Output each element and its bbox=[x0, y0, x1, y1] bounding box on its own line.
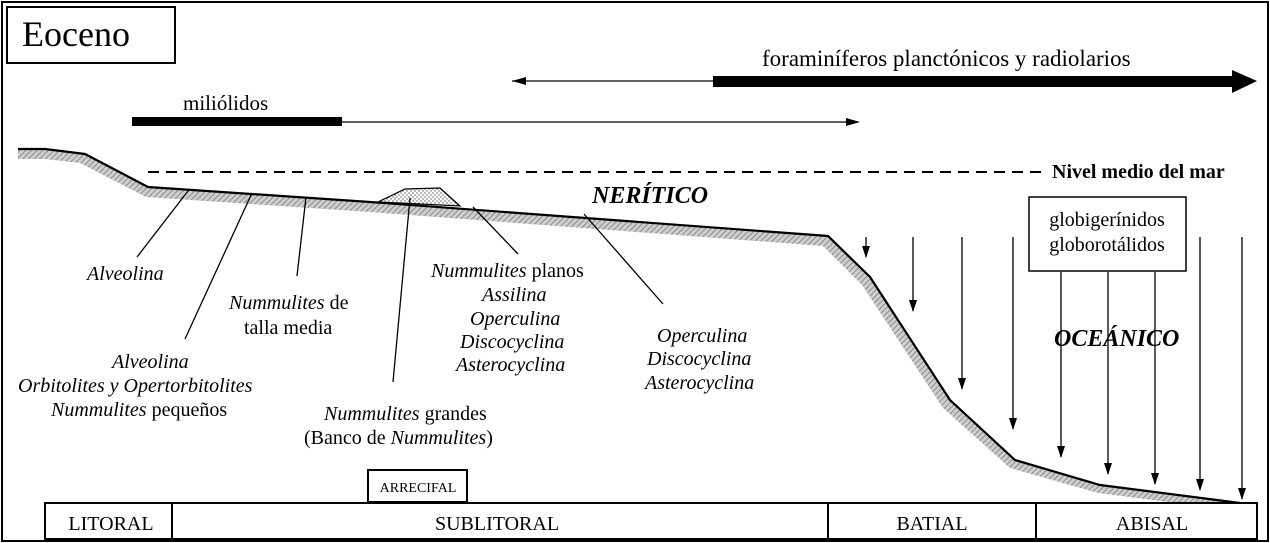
svg-text:Asterocyclina: Asterocyclina bbox=[643, 372, 754, 394]
label-operculina-group: Operculina Discocyclina Asterocyclina bbox=[643, 325, 754, 394]
miliolidos-label: miliólidos bbox=[183, 91, 268, 115]
globig-line-1: globigerínidos bbox=[1049, 209, 1165, 231]
zone-abisal: ABISAL bbox=[1116, 513, 1188, 535]
svg-text:Nummulites grandes: Nummulites grandes bbox=[323, 403, 487, 425]
svg-text:Operculina: Operculina bbox=[470, 308, 560, 330]
zone-bar: LITORAL SUBLITORAL BATIAL ABISAL bbox=[44, 502, 1258, 540]
label-alveolina-group: Alveolina Orbitolites y Opertorbitolites… bbox=[18, 351, 253, 421]
sinking-arrows bbox=[862, 237, 1246, 500]
svg-text:talla media: talla media bbox=[244, 317, 332, 339]
svg-text:Assilina: Assilina bbox=[480, 284, 546, 306]
label-alveolina: Alveolina bbox=[85, 263, 164, 285]
svg-text:Nummulites pequeños: Nummulites pequeños bbox=[50, 399, 227, 421]
svg-text:Discocyclina: Discocyclina bbox=[459, 331, 564, 353]
zone-sublitoral: SUBLITORAL bbox=[435, 513, 559, 535]
miliolidos-arrow: miliólidos bbox=[132, 91, 860, 126]
svg-text:(Banco de Nummulites): (Banco de Nummulites) bbox=[304, 427, 493, 449]
leader-lines bbox=[136, 190, 664, 383]
svg-text:Operculina: Operculina bbox=[657, 325, 747, 347]
sea-floor-profile bbox=[18, 147, 1241, 511]
neritico-label: NERÍTICO bbox=[591, 183, 708, 209]
globig-line-2: globorotálidos bbox=[1049, 234, 1165, 256]
svg-text:Discocyclina: Discocyclina bbox=[646, 348, 751, 370]
reef-mound bbox=[377, 187, 462, 207]
arrecifal-label: ARRECIFAL bbox=[380, 481, 457, 496]
svg-text:Asterocyclina: Asterocyclina bbox=[454, 354, 565, 376]
foraminiferos-arrow: foraminíferos planctónicos y radiolarios bbox=[512, 46, 1257, 93]
label-nummulites-media: Nummulites de talla media bbox=[228, 292, 349, 339]
svg-text:Nummulites planos: Nummulites planos bbox=[430, 260, 584, 282]
zone-batial: BATIAL bbox=[896, 513, 967, 535]
page-title: Eoceno bbox=[22, 14, 130, 54]
label-nummulites-planos: Nummulites planos Assilina Operculina Di… bbox=[430, 260, 584, 376]
title-box: Eoceno bbox=[6, 6, 176, 64]
svg-text:Nummulites de: Nummulites de bbox=[228, 292, 349, 314]
zone-litoral: LITORAL bbox=[68, 513, 153, 535]
oceanico-label: OCEÁNICO bbox=[1054, 326, 1179, 352]
arrecifal-box: ARRECIFAL bbox=[367, 469, 468, 503]
svg-text:Orbitolites y Opertorbitolites: Orbitolites y Opertorbitolites bbox=[18, 375, 253, 397]
label-nummulites-grandes: Nummulites grandes (Banco de Nummulites) bbox=[304, 403, 493, 449]
svg-text:Alveolina: Alveolina bbox=[110, 351, 189, 373]
sea-level: Nivel medio del mar bbox=[148, 161, 1225, 183]
sea-level-label: Nivel medio del mar bbox=[1052, 161, 1225, 183]
foraminiferos-label: foraminíferos planctónicos y radiolarios bbox=[762, 46, 1131, 71]
organism-labels: Alveolina Nummulites de talla media Alve… bbox=[18, 260, 754, 449]
globigerinidos-box: globigerínidos globorotálidos bbox=[1028, 196, 1187, 272]
